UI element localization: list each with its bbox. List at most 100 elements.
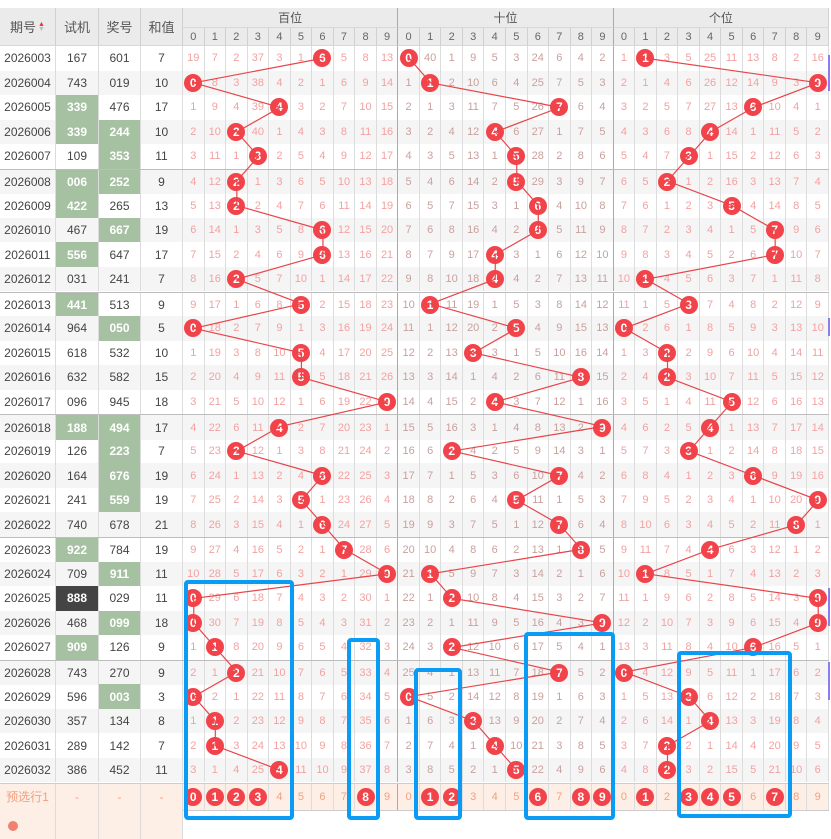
preselect-digit-9[interactable]: 9	[377, 783, 399, 810]
miss-cell: 10	[484, 635, 506, 660]
preselect-ball[interactable]: 7	[765, 787, 784, 806]
preselect-digit-6[interactable]: 6	[743, 783, 765, 810]
miss-cell: 4	[484, 487, 506, 513]
miss-cell: 7	[377, 733, 399, 758]
hit-ball: 6	[313, 221, 332, 240]
miss-cell: 15	[355, 217, 377, 243]
miss-cell: 8	[248, 340, 270, 366]
preselect-digit-6[interactable]: 6	[312, 783, 334, 810]
draw-number-cell: 494	[99, 415, 141, 440]
preselect-digit-2[interactable]: 2	[657, 783, 679, 810]
test-number-cell: 357	[56, 708, 99, 734]
preselect-digit-8[interactable]: 8	[786, 783, 808, 810]
miss-cell: 1	[334, 561, 356, 587]
miss-cell: 27	[528, 119, 550, 145]
miss-cell: 12	[269, 389, 291, 415]
miss-cell: 5	[226, 389, 248, 415]
miss-cell: 2	[571, 415, 593, 440]
sort-icon[interactable]: ▲▼	[38, 20, 45, 33]
hit-cell: 3	[678, 144, 700, 169]
miss-cell: 7	[657, 144, 679, 169]
preselect-digit-6[interactable]: 6	[528, 783, 550, 810]
miss-cell: 7	[764, 415, 786, 440]
preselect-digit-5[interactable]: 5	[291, 783, 313, 810]
preselect-ball[interactable]: 6	[528, 787, 547, 806]
preselect-digit-4[interactable]: 4	[484, 783, 506, 810]
preselect-digit-2[interactable]: 2	[441, 783, 463, 810]
miss-cell: 9	[764, 70, 786, 96]
preselect-ball[interactable]: 5	[722, 787, 741, 806]
preselect-ball[interactable]: 1	[205, 787, 224, 806]
miss-cell: 3	[484, 340, 506, 366]
preselect-ball[interactable]: 8	[571, 787, 590, 806]
preselect-digit-7[interactable]: 7	[334, 783, 356, 810]
preselect-digit-3[interactable]: 3	[678, 783, 700, 810]
miss-cell: 3	[183, 144, 205, 169]
preselect-digit-2[interactable]: 2	[226, 783, 248, 810]
preselect-digit-0[interactable]: 0	[614, 783, 636, 810]
miss-cell: 16	[807, 46, 829, 71]
draw-number-cell: 353	[99, 144, 141, 169]
preselect-digit-3[interactable]: 3	[248, 783, 270, 810]
hit-cell: 2	[657, 365, 679, 390]
preselect-digit-4[interactable]: 4	[700, 783, 722, 810]
miss-cell: 14	[571, 292, 593, 318]
miss-cell: 1	[764, 266, 786, 292]
miss-cell: 2	[377, 438, 399, 464]
hit-ball: 0	[399, 49, 418, 68]
miss-cell: 1	[377, 586, 399, 611]
test-number-cell: 006	[56, 169, 99, 195]
miss-cell: 2	[700, 586, 722, 611]
preselect-digit-9[interactable]: 9	[807, 783, 829, 810]
preselect-ball[interactable]: 0	[184, 787, 203, 806]
hit-cell: 8	[571, 365, 593, 390]
section-header: 百位	[183, 8, 399, 28]
preselect-digit-7[interactable]: 7	[764, 783, 786, 810]
preselect-digit-1[interactable]: 1	[635, 783, 657, 810]
preselect-digit-7[interactable]: 7	[549, 783, 571, 810]
preselect-ball[interactable]: 3	[248, 787, 267, 806]
header-period[interactable]: 期号 ▲▼	[0, 8, 56, 46]
preselect-ball[interactable]: 3	[679, 787, 698, 806]
miss-cell: 3	[657, 46, 679, 71]
miss-cell: 10	[420, 538, 442, 563]
add-row-icon[interactable]	[8, 820, 18, 831]
hit-cell: 6	[312, 512, 334, 537]
test-number-cell: 467	[56, 217, 99, 243]
preselect-ball[interactable]: 2	[442, 787, 461, 806]
preselect-ball[interactable]: 1	[421, 787, 440, 806]
preselect-ball[interactable]: 4	[701, 787, 720, 806]
preselect-ball[interactable]: 2	[227, 787, 246, 806]
miss-cell: 2	[248, 193, 270, 218]
miss-cell: 3	[441, 512, 463, 537]
miss-cell: 26	[377, 365, 399, 390]
miss-cell: 14	[743, 438, 765, 464]
preselect-ball[interactable]: 1	[636, 787, 655, 806]
preselect-digit-3[interactable]: 3	[463, 783, 485, 810]
hit-ball: 1	[636, 49, 655, 68]
miss-cell: 14	[549, 438, 571, 464]
hit-ball: 2	[227, 270, 246, 289]
miss-cell: 14	[743, 70, 765, 96]
preselect-digit-1[interactable]: 1	[205, 783, 227, 810]
miss-cell: 2	[269, 463, 291, 488]
preselect-digit-0[interactable]: 0	[398, 783, 420, 810]
preselect-digit-5[interactable]: 5	[721, 783, 743, 810]
selection-box-hundreds	[184, 580, 294, 820]
hit-cell: 4	[269, 95, 291, 120]
test-number-cell: 167	[56, 46, 99, 71]
hit-ball: 5	[507, 147, 526, 166]
test-number-cell: 596	[56, 684, 99, 709]
preselect-digit-0[interactable]: 0	[183, 783, 205, 810]
hit-cell: 6	[312, 46, 334, 71]
miss-cell: 18	[398, 487, 420, 513]
preselect-ball[interactable]: 8	[356, 787, 375, 806]
miss-cell: 11	[635, 538, 657, 563]
miss-cell: 3	[312, 119, 334, 145]
preselect-digit-8[interactable]: 8	[571, 783, 593, 810]
miss-cell: 5	[592, 119, 614, 145]
miss-cell: 9	[592, 217, 614, 243]
preselect-ball[interactable]: 9	[593, 787, 612, 806]
preselect-digit-1[interactable]: 1	[420, 783, 442, 810]
miss-cell: 14	[441, 365, 463, 390]
